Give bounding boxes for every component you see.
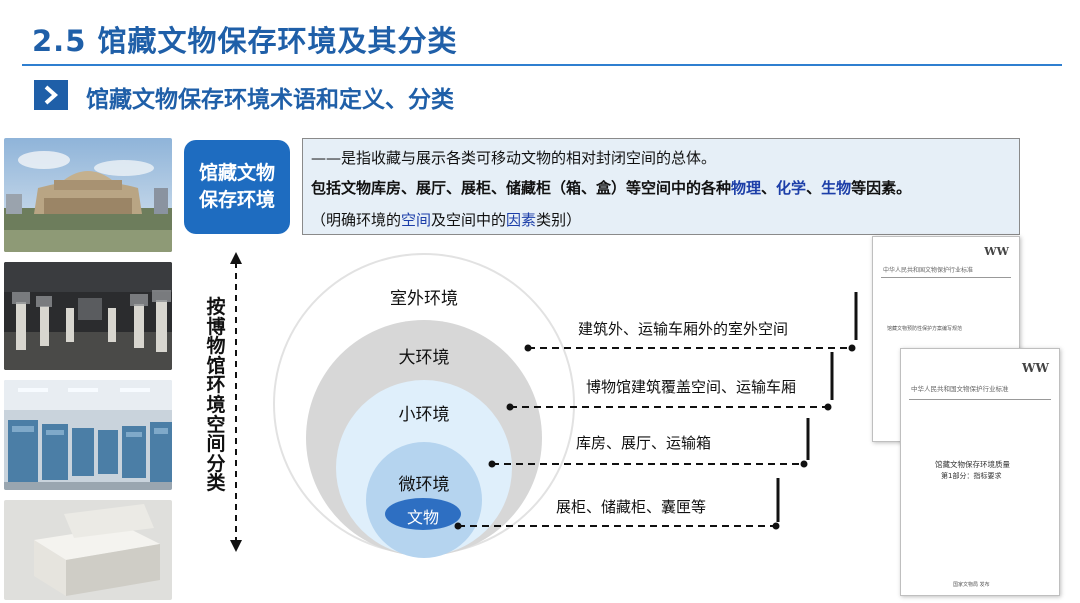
storage-room-photo (4, 380, 172, 490)
exhibition-hall-photo (4, 262, 172, 370)
standard-org: 中华人民共和国文物保护行业标准 (911, 385, 1009, 393)
separator: 、 (806, 179, 822, 197)
section-subtitle: 馆藏文物保存环境术语和定义、分类 (86, 87, 454, 113)
definition-line-3-start: （明确环境的 (311, 211, 402, 229)
level-small-label: 小环境 (398, 405, 450, 425)
standard-title-line1: 馆藏文物保存环境质量 (935, 460, 1010, 469)
core-artifact-label: 文物 (406, 508, 439, 527)
standard-logo: WW (984, 245, 1009, 258)
level-micro-description: 展柜、储藏柜、囊匣等 (556, 498, 707, 516)
definition-line-3-mid: 及空间中的 (431, 211, 507, 229)
level-micro-label: 微环境 (398, 475, 450, 495)
level-macro-label: 大环境 (398, 348, 450, 368)
doc-rule (909, 399, 1051, 400)
doc-rule (881, 277, 1011, 278)
concept-label-box: 馆藏文物 保存环境 (184, 140, 290, 234)
definition-line-2-start: 包括文物库房、展厅、展柜、储藏柜（箱、盒）等空间中的各种 (311, 179, 732, 197)
standard-title-line2: 第1部分：指标要求 (941, 472, 1002, 480)
storage-box-photo (4, 500, 172, 600)
definition-line-3: （明确环境的空间及空间中的因素类别） (311, 209, 581, 230)
standard-issuer: 国家文物局 发布 (953, 582, 990, 588)
definition-line-2: 包括文物库房、展厅、展柜、储藏柜（箱、盒）等空间中的各种物理、化学、生物等因素。 (311, 177, 911, 198)
concept-label-line2: 保存环境 (198, 189, 275, 211)
definition-line-3-end: 类别） (536, 211, 582, 229)
classification-axis-label: 按博物馆环境空间分类 (206, 296, 226, 495)
museum-building-photo (4, 138, 172, 252)
classification-axis-arrow (230, 252, 242, 552)
keyword-chemical: 化学 (776, 179, 807, 197)
chevron-right-icon (34, 80, 68, 110)
level-macro-description: 博物馆建筑覆盖空间、运输车厢 (586, 378, 797, 396)
definition-line-1: ——是指收藏与展示各类可移动文物的相对封闭空间的总体。 (311, 149, 717, 167)
definition-line-2-end: 等因素。 (851, 179, 912, 197)
standard-title: 馆藏文物预防性保护方案编写规范 (887, 326, 963, 332)
separator: 、 (761, 179, 777, 197)
standard-logo: WW (1022, 361, 1049, 375)
keyword-factor: 因素 (506, 211, 537, 229)
standard-document-2: WW 中华人民共和国文物保护行业标准 馆藏文物保存环境质量 第1部分：指标要求 … (900, 348, 1060, 596)
keyword-biological: 生物 (821, 179, 852, 197)
standard-org: 中华人民共和国文物保护行业标准 (883, 267, 974, 274)
concept-label-line1: 馆藏文物 (198, 162, 275, 184)
level-outdoor-description: 建筑外、运输车厢外的室外空间 (578, 320, 789, 338)
level-outdoor-label: 室外环境 (390, 289, 458, 309)
level-small-description: 库房、展厅、运输箱 (576, 434, 712, 452)
title-divider (22, 64, 1062, 66)
page-title: 2.5 馆藏文物保存环境及其分类 (32, 24, 458, 58)
keyword-physical: 物理 (731, 179, 762, 197)
keyword-space: 空间 (401, 211, 432, 229)
definition-box: ——是指收藏与展示各类可移动文物的相对封闭空间的总体。 包括文物库房、展厅、展柜… (302, 138, 1020, 235)
